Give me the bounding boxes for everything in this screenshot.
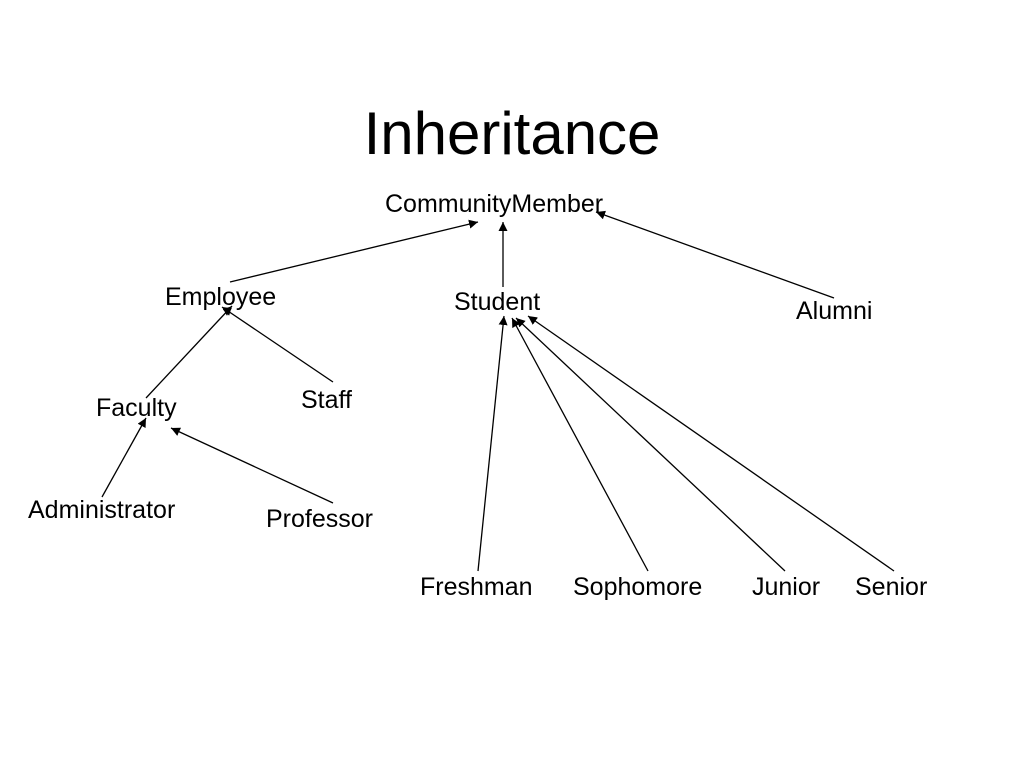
node-faculty: Faculty	[96, 394, 177, 422]
slide-title: Inheritance	[363, 100, 661, 167]
arrow-senior-to-student	[527, 315, 895, 572]
node-staff: Staff	[301, 386, 352, 414]
arrow-faculty-to-employee	[145, 305, 233, 399]
arrow-sophomore-to-student	[511, 317, 649, 572]
arrow-professor-to-faculty	[170, 427, 334, 504]
arrow-alumni-to-communitymember	[595, 210, 835, 299]
node-employee: Employee	[165, 283, 276, 311]
arrow-junior-to-student	[515, 317, 786, 572]
class-labels: CommunityMember Employee Student Alumni …	[28, 190, 927, 601]
node-communitymember: CommunityMember	[385, 190, 603, 218]
node-senior: Senior	[855, 573, 927, 601]
node-junior: Junior	[752, 573, 820, 601]
node-sophomore: Sophomore	[573, 573, 702, 601]
arrow-employee-to-communitymember	[229, 219, 479, 283]
inheritance-arrows	[101, 210, 895, 572]
arrow-freshman-to-student	[477, 315, 508, 572]
arrow-staff-to-employee	[221, 306, 334, 383]
node-administrator: Administrator	[28, 496, 175, 524]
node-alumni: Alumni	[796, 297, 872, 325]
arrow-administrator-to-faculty	[101, 417, 147, 498]
node-professor: Professor	[266, 505, 373, 533]
node-student: Student	[454, 288, 540, 316]
node-freshman: Freshman	[420, 573, 533, 601]
